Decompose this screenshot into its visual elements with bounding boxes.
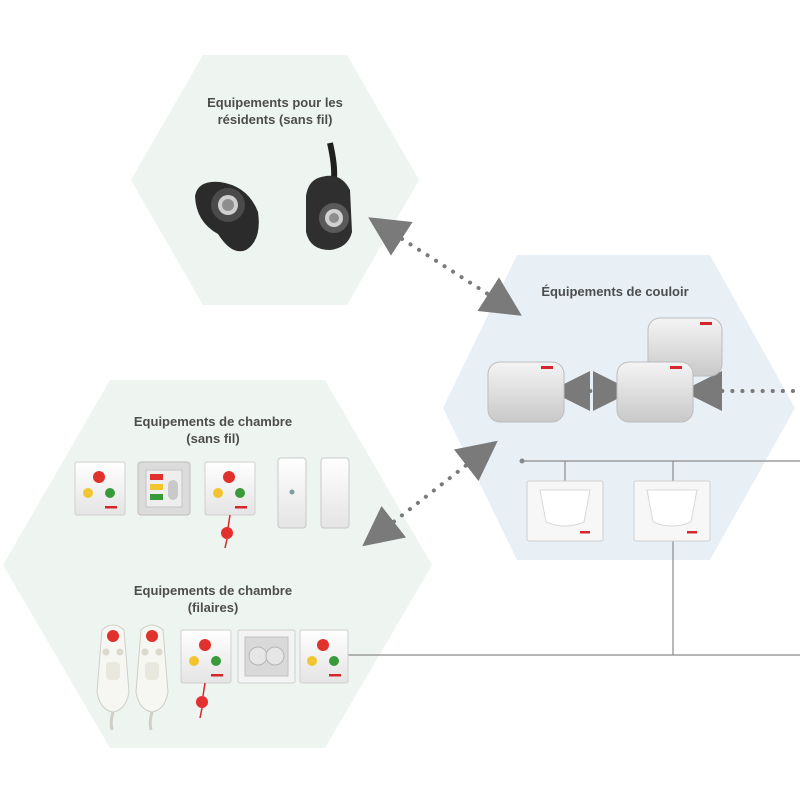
call-button-unit-icon [74, 461, 126, 516]
connector-room-corridor [362, 440, 498, 547]
residents-title-line1: Equipements pour les [207, 95, 343, 110]
room-wireless-title: Equipements de chambre (sans fil) [113, 413, 313, 447]
wrist-transmitter-icon [195, 181, 259, 252]
room-wired-title-line2: (filaires) [187, 600, 239, 615]
residents-title-line2: résidents (sans fil) [217, 112, 333, 127]
motion-sensor-icon [320, 457, 350, 529]
corridor-lamp-right-icon [633, 480, 711, 542]
room-wireless-title-line2: (sans fil) [186, 431, 240, 446]
wiring [348, 458, 800, 656]
hex-residents [131, 55, 419, 305]
corridor-display-left-icon [487, 361, 565, 423]
speaker-unit-icon [237, 629, 296, 684]
status-light-panel-icon [137, 461, 191, 516]
corridor-title-text: Équipements de couloir [541, 284, 689, 299]
bed-handset-right-icon [135, 624, 169, 731]
residents-title: Equipements pour les résidents (sans fil… [175, 94, 375, 128]
call-unit-with-pull-cord-wired-icon [180, 629, 232, 719]
corridor-display-right-icon [616, 361, 694, 423]
room-wired-title-line1: Equipements de chambre [133, 583, 293, 598]
call-button-unit-wired-icon [299, 629, 349, 684]
connector-residents-corridor [368, 217, 522, 316]
room-wired-title: Equipements de chambre (filaires) [113, 582, 313, 616]
corridor-title: Équipements de couloir [510, 283, 720, 300]
bed-handset-left-icon [96, 624, 130, 731]
room-wireless-title-line1: Equipements de chambre [133, 414, 293, 429]
door-sensor-icon [277, 457, 307, 529]
pendant-transmitter-icon [306, 142, 352, 250]
call-unit-with-pull-cord-icon [204, 461, 256, 549]
corridor-lamp-left-icon [526, 480, 604, 542]
